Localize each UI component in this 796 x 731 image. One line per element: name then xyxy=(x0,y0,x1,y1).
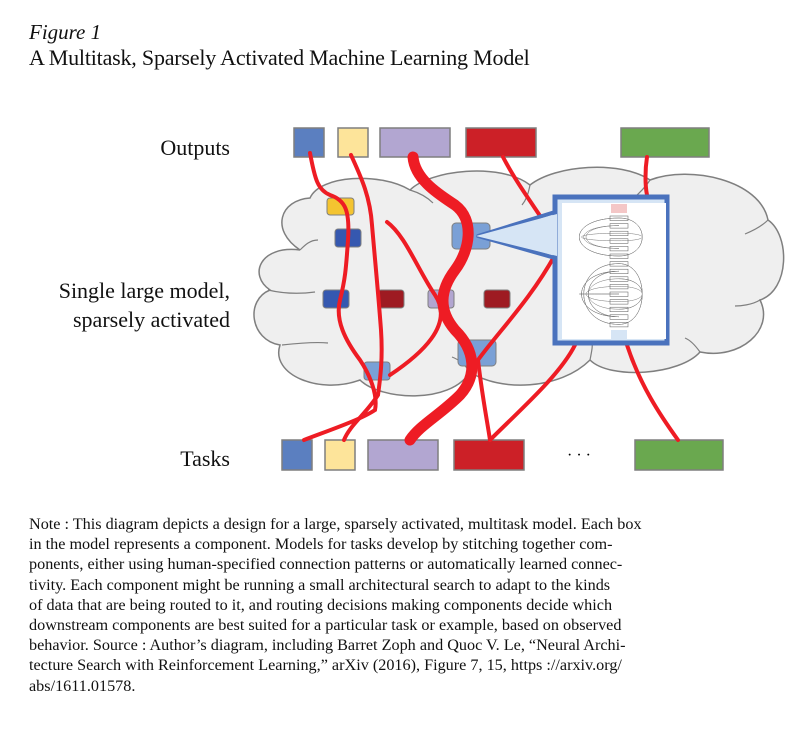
figure-note: Note : This diagram depicts a design for… xyxy=(29,514,774,696)
component-dark-red-1 xyxy=(377,289,405,309)
output-box-yellow xyxy=(337,127,369,158)
task-box-purple xyxy=(367,439,439,471)
note-line: tecture Search with Reinforcement Learni… xyxy=(29,656,622,675)
tasks-ellipsis: · · · xyxy=(567,447,591,464)
nas-cell-diagram xyxy=(579,204,643,340)
task-box-yellow xyxy=(324,439,356,471)
diagram: · · · xyxy=(253,127,785,471)
route-yellow-output xyxy=(342,153,384,442)
row-label-model-line1: Single large model, xyxy=(58,278,230,303)
nas-edge xyxy=(581,270,620,318)
output-box-red xyxy=(465,127,537,158)
note-line: abs/1611.01578. xyxy=(29,676,136,695)
route-purple-thick xyxy=(404,151,478,446)
row-label-model: Single large model, sparsely activated xyxy=(59,276,230,334)
note-line: ponents, either using human-specified co… xyxy=(29,555,623,574)
route-red-return xyxy=(488,343,577,442)
nas-edge xyxy=(618,217,643,257)
note-line: downstream components are best suited fo… xyxy=(29,616,622,635)
route-green-output xyxy=(643,155,649,197)
note-line: of data that are being routed to it, and… xyxy=(29,595,613,614)
output-boxes xyxy=(293,127,710,158)
row-label-model-line2: sparsely activated xyxy=(73,307,230,332)
route-yellow-branch xyxy=(385,220,443,377)
note-line: tivity. Each component might be running … xyxy=(29,575,611,594)
note-line: behavior. Source : Author’s diagram, inc… xyxy=(29,636,626,655)
figure-title: A Multitask, Sparsely Activated Machine … xyxy=(29,45,530,70)
note-line: in the model represents a component. Mod… xyxy=(29,535,613,554)
route-blue-output xyxy=(302,151,378,442)
component-dark-red-2 xyxy=(483,289,511,309)
route-green-task xyxy=(625,343,680,442)
nas-edge xyxy=(588,270,620,318)
nas-edge xyxy=(618,278,643,310)
task-box-green xyxy=(634,439,724,471)
row-label-tasks: Tasks xyxy=(180,446,230,471)
figure-label: Figure 1 xyxy=(29,20,102,44)
callout-zoom xyxy=(476,194,670,346)
note-line: Note : This diagram depicts a design for… xyxy=(29,515,642,533)
component-dark-blue-2 xyxy=(322,289,350,309)
output-box-green xyxy=(620,127,710,158)
task-boxes xyxy=(281,439,724,471)
task-box-red xyxy=(453,439,525,471)
row-label-outputs: Outputs xyxy=(160,135,230,160)
nas-edge xyxy=(579,217,620,257)
route-red-down xyxy=(475,253,557,442)
task-box-blue xyxy=(281,439,313,471)
